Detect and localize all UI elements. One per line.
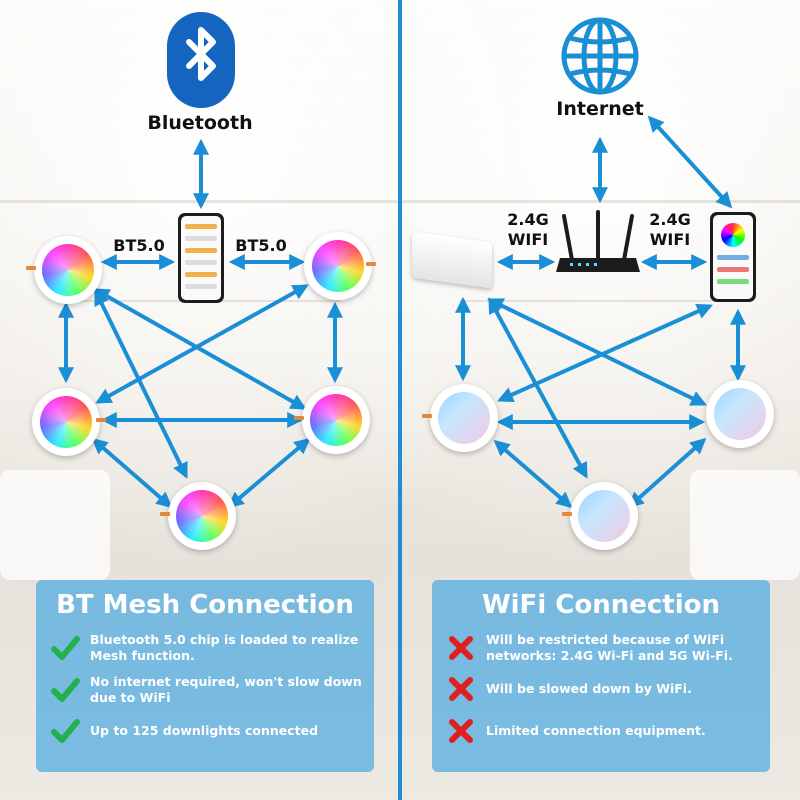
bt-link-label-left: BT5.0 (113, 236, 165, 255)
downlight-soft (430, 384, 498, 452)
drawback-text: Limited connection equipment. (486, 723, 706, 738)
smartphone-wifi (710, 212, 756, 302)
check-icon (51, 636, 80, 660)
bluetooth-label: Bluetooth (147, 112, 253, 134)
downlight-clip (422, 414, 432, 418)
drawback-item: Will be slowed down by WiFi. (446, 674, 760, 704)
downlight-rgb (304, 232, 372, 300)
downlight-clip (96, 418, 106, 422)
arrow-light-mr-bottom (227, 437, 311, 509)
smartphone-bt (178, 213, 224, 303)
drawback-item: Will be restricted because of WiFi netwo… (446, 632, 760, 664)
downlight-rgb (32, 388, 100, 456)
bt-mesh-panel: BT Mesh Connection Bluetooth 5.0 chip is… (36, 580, 374, 772)
downlight-clip (294, 416, 304, 420)
arrow-light-tr-ml (95, 284, 309, 404)
panel-title: BT Mesh Connection (56, 590, 354, 620)
center-divider (398, 0, 402, 800)
panel-title: WiFi Connection (481, 590, 721, 620)
arrow-light-ml-bottom (91, 437, 173, 509)
cross-icon (449, 719, 473, 743)
internet-label: Internet (556, 98, 644, 120)
downlight-soft (570, 482, 638, 550)
wifi-panel: WiFi Connection Will be restricted becau… (432, 580, 770, 772)
feature-text: No internet required, won't slow down du… (90, 674, 362, 705)
drawback-item: Limited connection equipment. (446, 716, 760, 746)
downlight-clip (26, 266, 36, 270)
globe-icon (561, 17, 639, 95)
cross-icon (449, 677, 473, 701)
feature-text: Up to 125 downlights connected (90, 723, 319, 738)
downlight-clip (366, 262, 376, 266)
sofa-right (690, 470, 800, 580)
check-icon (51, 719, 80, 743)
drawback-text: Will be slowed down by WiFi. (486, 681, 692, 696)
wifi-link-label-left: 2.4G WIFI (507, 210, 549, 249)
feature-item: Bluetooth 5.0 chip is loaded to realize … (50, 632, 364, 664)
feature-item: No internet required, won't slow down du… (50, 674, 364, 706)
wifi-link-label-right: 2.4G WIFI (649, 210, 691, 249)
arrow-light-tl-bottom (94, 289, 188, 479)
bluetooth-icon (167, 12, 235, 108)
arrow-light-ml-bottom-wifi (493, 439, 573, 509)
feature-text: Bluetooth 5.0 chip is loaded to realize … (90, 632, 359, 663)
downlight-rgb (168, 482, 236, 550)
arrow-light-tl-mr (93, 288, 307, 410)
arrow-light-mr-bottom-wifi (627, 437, 707, 509)
downlight-rgb (302, 386, 370, 454)
arrow-internet-phone (647, 115, 733, 209)
router-icon (556, 210, 640, 272)
bt-link-label-right: BT5.0 (235, 236, 287, 255)
check-icon (51, 678, 80, 702)
drawback-text: Will be restricted because of WiFi netwo… (486, 632, 733, 663)
downlight-rgb (34, 236, 102, 304)
arrow-phone-light-ml (497, 303, 713, 403)
downlight-clip (160, 512, 170, 516)
feature-item: Up to 125 downlights connected (50, 716, 364, 746)
downlight-clip (562, 512, 572, 516)
cross-icon (449, 636, 473, 660)
downlight-soft (706, 380, 774, 448)
